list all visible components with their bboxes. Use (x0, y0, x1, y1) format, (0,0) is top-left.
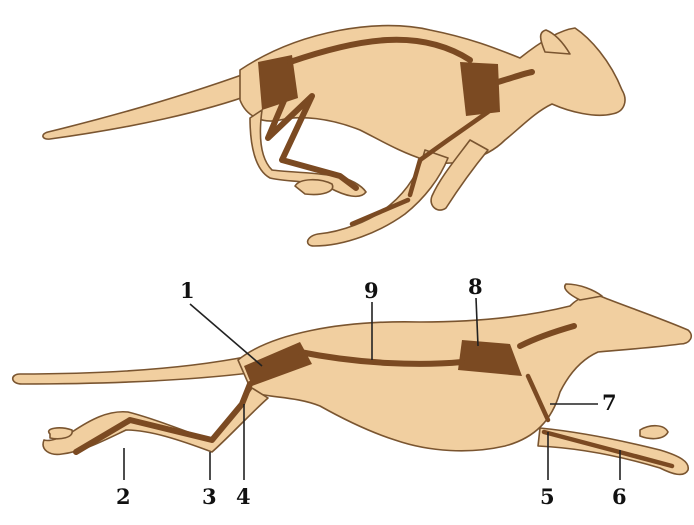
label-8: 8 (468, 274, 483, 299)
top-dog-front-leg (308, 150, 448, 246)
label-3: 3 (202, 484, 217, 509)
label-7: 7 (602, 390, 617, 415)
greyhound-flexed-figure (43, 26, 625, 246)
top-dog-scapula-block (460, 62, 500, 116)
label-1: 1 (180, 278, 195, 303)
bottom-dog-torso (238, 295, 691, 451)
leader-1 (190, 304, 262, 366)
greyhound-extended-figure (13, 284, 692, 474)
label-4: 4 (236, 484, 251, 509)
label-5: 5 (540, 484, 555, 509)
bottom-dog-tail (13, 356, 258, 384)
label-6: 6 (612, 484, 627, 509)
top-dog-tail (43, 72, 258, 139)
top-dog-hind-paw (295, 180, 333, 195)
label-9: 9 (364, 278, 379, 303)
bottom-dog-front-paw (640, 426, 668, 439)
label-2: 2 (116, 484, 131, 509)
bottom-dog-ear (565, 284, 602, 300)
bottom-dog-hind-paw (49, 428, 72, 439)
bottom-dog-hind-leg (43, 388, 268, 454)
